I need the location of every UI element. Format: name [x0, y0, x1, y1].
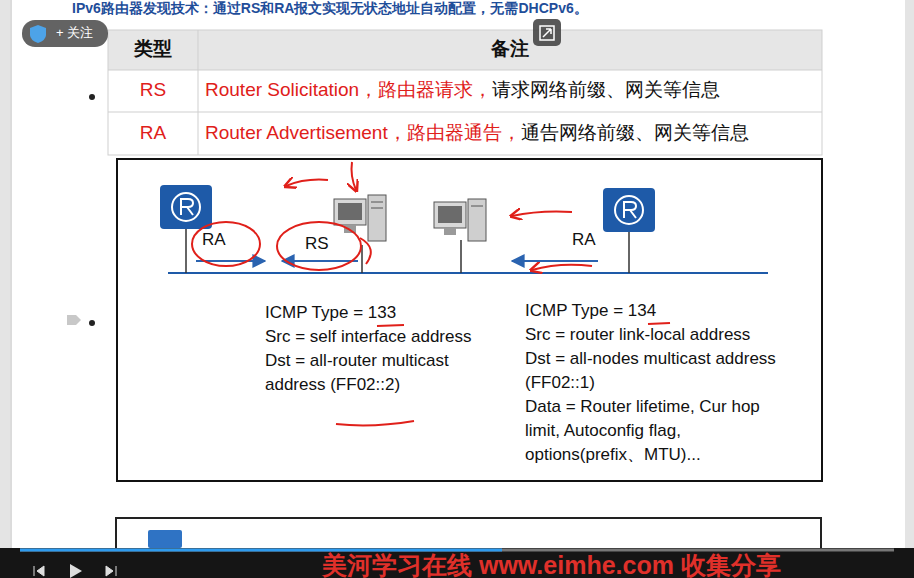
red-arrow — [286, 180, 328, 186]
red-underline — [648, 323, 670, 324]
table-header-cell: 类型 — [108, 38, 198, 61]
field-line: ICMP Type = 134 — [525, 299, 793, 323]
drop-line — [628, 231, 630, 273]
table-cell: 通告网络前缀、网关等信息 — [521, 122, 749, 145]
field-line: Src = self interface address — [265, 325, 487, 349]
rs-arrow — [282, 260, 358, 262]
router-glyph — [181, 199, 193, 215]
pc-stand — [444, 228, 456, 235]
red-stroke — [360, 238, 371, 264]
watermark: 美河学习在线 www.eimhe.com 收集分享 — [322, 550, 781, 578]
table-cell: Router Solicitation，路由器请求， — [205, 79, 492, 102]
table-border — [108, 30, 822, 155]
table-cell: Router Advertisement，路由器通告， — [205, 122, 521, 145]
table-rule — [108, 112, 822, 113]
drop-line — [185, 228, 187, 273]
pc-tower — [468, 199, 486, 241]
pc-screen — [338, 203, 362, 220]
field-line: Data = Router lifetime, Cur hop limit, A… — [525, 395, 793, 467]
bus-line — [168, 272, 768, 274]
table-rule — [198, 30, 199, 155]
side-strip — [905, 0, 914, 548]
diagram-frame: ICMP Type = 133Src = self interface addr… — [116, 158, 823, 482]
field-line: ICMP Type = 133 — [265, 301, 487, 325]
red-circle — [277, 222, 361, 270]
router-ring — [172, 193, 200, 221]
router-glyph — [624, 202, 636, 218]
follow-button — [22, 20, 108, 47]
ra-arrow — [512, 260, 598, 262]
next-button — [106, 566, 116, 576]
field-line: Src = router link-local address — [525, 323, 793, 347]
pc-monitor — [334, 199, 366, 225]
bullet — [89, 94, 95, 100]
router-icon — [160, 185, 212, 229]
play-button — [70, 564, 82, 578]
table-header — [108, 30, 822, 70]
slide-heading: IPv6路由器发现技术：通过RS和RA报文实现无状态地址自动配置，无需DHCPv… — [72, 0, 588, 17]
pc-tower — [368, 195, 386, 241]
message-label: RS — [305, 234, 329, 254]
text-column: ICMP Type = 134Src = router link-local a… — [525, 299, 793, 467]
exit-icon — [533, 19, 561, 46]
text-column: ICMP Type = 133Src = self interface addr… — [265, 301, 487, 397]
router-body — [603, 188, 655, 232]
router-icon — [603, 188, 655, 232]
red-underline — [377, 325, 404, 326]
pc-slot — [371, 202, 383, 203]
slide-marker — [67, 315, 81, 325]
red-arrow — [352, 162, 357, 190]
table-cell: 请求网络前缀、网关等信息 — [492, 79, 720, 102]
router-body — [160, 185, 212, 229]
pc-icon — [334, 195, 386, 241]
red-underline — [336, 421, 414, 425]
pc-icon — [434, 199, 486, 241]
message-label: RA — [572, 230, 596, 250]
prev-button — [34, 566, 44, 576]
pc-screen — [438, 206, 462, 223]
drop-line — [460, 240, 462, 273]
shield-icon — [30, 25, 46, 43]
pc-glyph — [148, 530, 182, 548]
table-rule — [108, 70, 822, 71]
bullet — [89, 320, 95, 326]
exit-glyph — [540, 26, 554, 40]
field-line: Dst = all-router multicast address (FF02… — [265, 349, 487, 397]
red-circle — [192, 222, 260, 266]
pc-slot — [371, 208, 383, 209]
pc-slot — [471, 206, 483, 207]
table-cell: RS — [108, 79, 198, 102]
table-cell: RA — [108, 122, 198, 145]
table-header-cell: 备注 — [198, 38, 822, 61]
red-arrow — [532, 265, 592, 270]
field-line: Dst = all-nodes multicast address (FF02:… — [525, 347, 793, 395]
pc-monitor — [434, 202, 466, 228]
red-arrow — [512, 212, 572, 217]
side-strip — [0, 0, 10, 548]
side-line — [11, 0, 12, 548]
follow-text: + 关注 — [56, 25, 93, 41]
message-label: RA — [202, 230, 226, 250]
router-ring — [615, 196, 643, 224]
